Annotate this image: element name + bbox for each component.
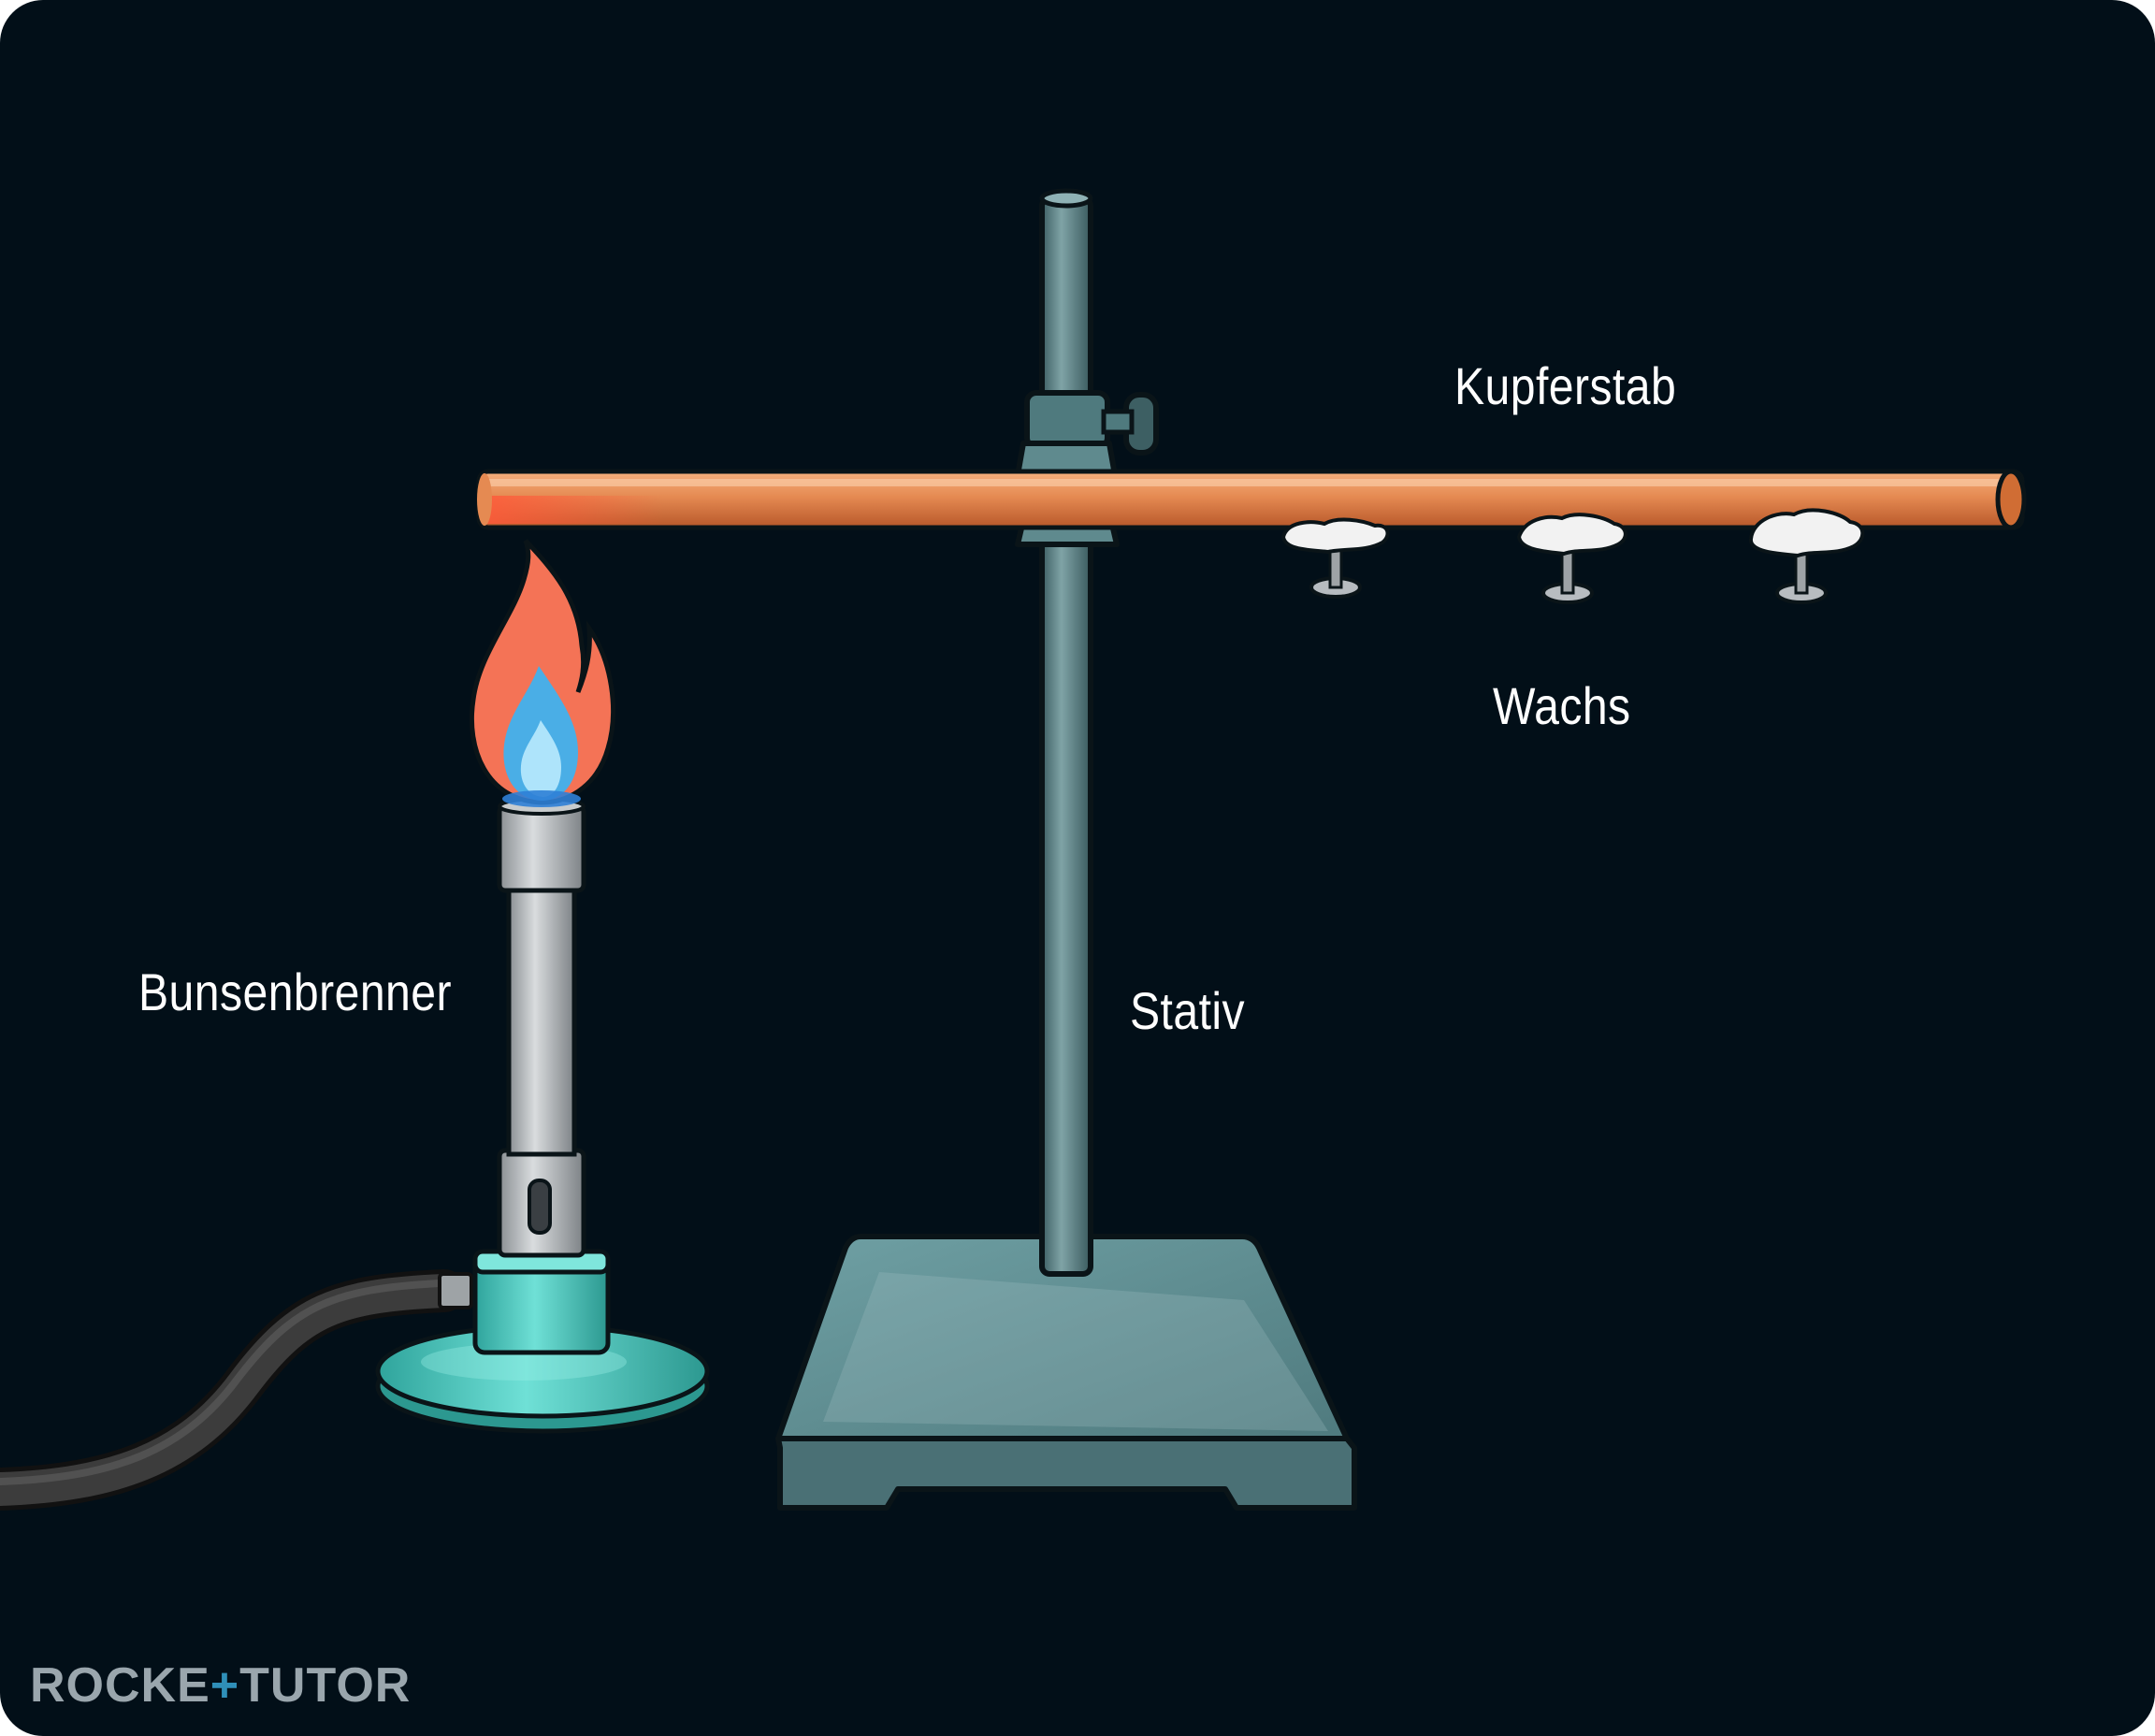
copper-rod <box>476 469 2027 530</box>
wax-drop-icon <box>1280 517 1390 599</box>
logo-text-part2: + <box>210 1658 240 1713</box>
logo-text-part3: TUTOR <box>239 1658 412 1713</box>
logo-text-part1: ROCKE <box>30 1658 210 1713</box>
flame-icon <box>469 539 615 807</box>
wax-label: Wachs <box>1493 676 1631 735</box>
bunsen-burner <box>375 797 710 1434</box>
wax-drop-icon <box>1516 513 1627 604</box>
bunsen-burner-label: Bunsenbrenner <box>138 962 452 1021</box>
wax-drop-icon <box>1749 508 1865 604</box>
copper-rod-label: Kupferstab <box>1454 356 1677 415</box>
gas-hose <box>0 1269 473 1511</box>
stand-label: Stativ <box>1130 981 1246 1040</box>
lab-stand <box>775 188 1357 1511</box>
brand-logo: ROCKE+TUTOR <box>30 1657 411 1714</box>
